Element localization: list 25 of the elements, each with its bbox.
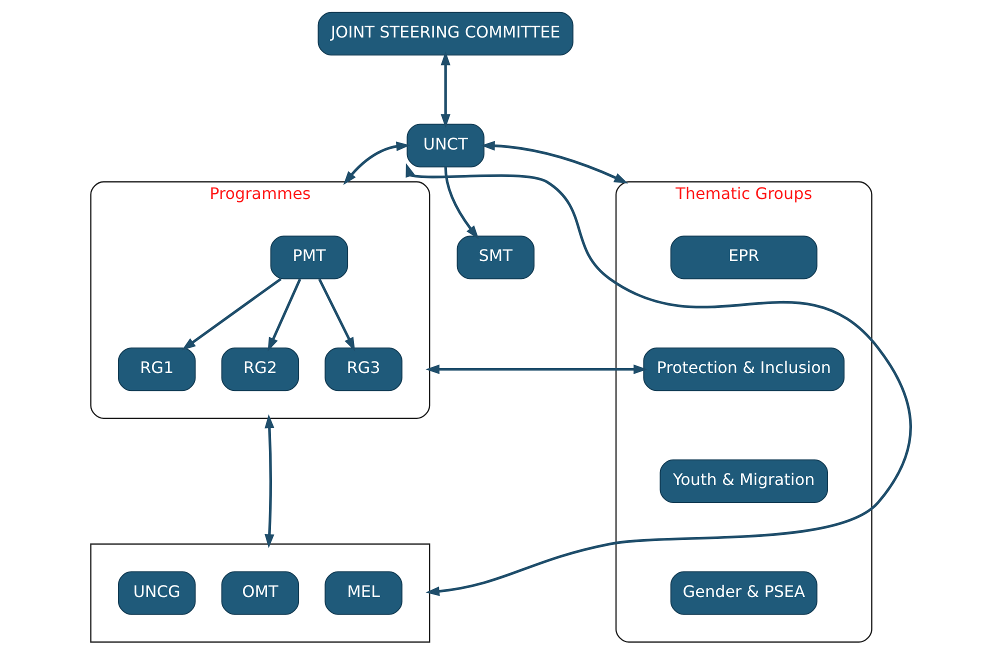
- node-box: SMT: [456, 236, 534, 280]
- node-box: Protection & Inclusion: [642, 347, 844, 392]
- node-box: Gender & PSEA: [670, 571, 817, 615]
- node-box: UNCG: [117, 571, 196, 615]
- arrow: [444, 166, 478, 240]
- node-box: MEL: [324, 571, 402, 615]
- arrow: [405, 163, 912, 596]
- node-box: OMT: [220, 571, 299, 615]
- arrow: [267, 278, 301, 352]
- arrow: [480, 140, 628, 184]
- cluster: [90, 543, 430, 643]
- node-box: PMT: [270, 236, 348, 280]
- arrow: [264, 414, 274, 548]
- arrow: [318, 278, 355, 352]
- node-box: EPR: [670, 236, 817, 280]
- node-box: Youth & Migration: [659, 459, 828, 504]
- arrow: [342, 142, 410, 185]
- arrow: [425, 364, 647, 374]
- node-box: JOINT STEERING COMMITTEE: [317, 12, 573, 56]
- node-box: RG2: [220, 347, 299, 392]
- node-box: RG1: [117, 347, 196, 392]
- node-box: UNCT: [406, 124, 484, 168]
- node-box: RG3: [324, 347, 402, 392]
- arrow: [440, 51, 450, 128]
- arrow: [181, 278, 282, 350]
